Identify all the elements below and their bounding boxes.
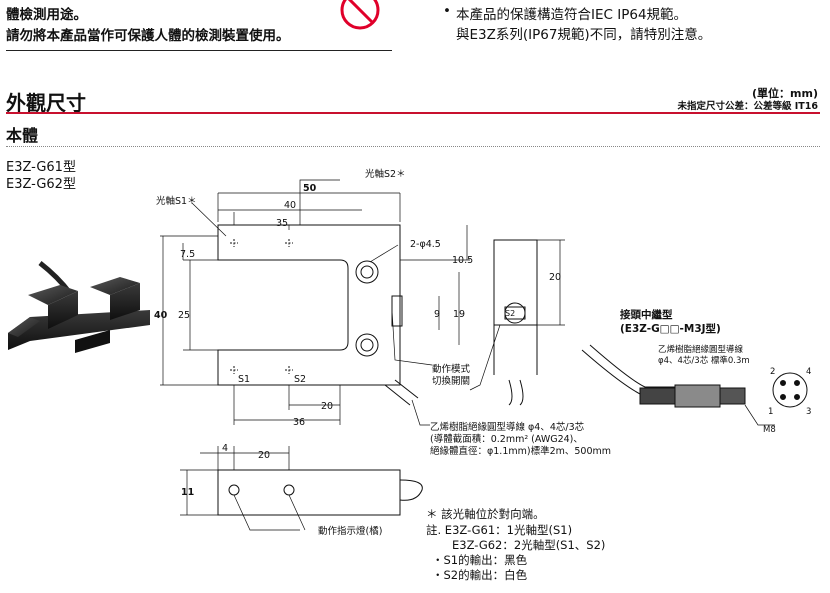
warning-line-2: 請勿將本產品當作可保護人體的檢測裝置使用。 xyxy=(6,28,290,44)
m8-label: M8 xyxy=(763,425,776,435)
warning-line-1: 體檢測用途。 xyxy=(6,7,87,23)
prohibition-icon xyxy=(340,0,380,30)
dim-19: 19 xyxy=(453,309,465,320)
pin-2: 2 xyxy=(770,367,775,377)
note-4: ・S1的輸出：黑色 xyxy=(432,553,528,567)
mode-switch-2: 切換開關 xyxy=(432,375,470,387)
dim-40-height: 40 xyxy=(154,310,168,321)
mode-switch-1: 動作模式 xyxy=(432,363,471,375)
connector-cable-1: 乙烯樹脂絕緣圓型導線 xyxy=(658,344,744,355)
connector-cable-2: φ4、4芯/3芯 標準0.3m xyxy=(658,355,750,366)
dim-20-side: 20 xyxy=(549,272,561,283)
connector-title-1: 接頭中繼型 xyxy=(620,308,673,321)
notice-line-2: 與E3Z系列(IP67規範)不同，請特別注意。 xyxy=(456,27,712,43)
axis-s2-label: 光軸S2＊ xyxy=(365,168,406,180)
dim-40: 40 xyxy=(284,200,296,211)
section-title: 外觀尺寸 xyxy=(6,91,86,115)
note-5: ・S2的輸出：白色 xyxy=(432,568,528,582)
indicator-label: 動作指示燈(橘) xyxy=(318,525,382,537)
dim-10-5: 10.5 xyxy=(452,255,473,266)
unit-label: (單位：mm) xyxy=(752,87,818,100)
body-title: 本體 xyxy=(6,126,39,145)
dim-9: 9 xyxy=(434,309,440,320)
note-2: 註. E3Z-G61：1光軸型(S1) xyxy=(426,523,573,537)
dim-20-bottom: 20 xyxy=(321,401,333,412)
dim-36: 36 xyxy=(293,417,305,428)
side-s2-label: S2 xyxy=(505,309,515,318)
dim-35: 35 xyxy=(276,218,288,229)
s1-label: S1 xyxy=(238,374,250,385)
model-1: E3Z-G61型 xyxy=(6,160,76,175)
body-rule xyxy=(6,146,820,147)
notice-line-1: 本產品的保護構造符合IEC IP64規範。 xyxy=(456,7,688,23)
s2-label: S2 xyxy=(294,374,306,385)
product-photo xyxy=(8,261,150,353)
axis-s1-label: 光軸S1＊ xyxy=(156,195,197,207)
dim-20-top: 20 xyxy=(258,450,270,461)
section-rule xyxy=(6,112,820,114)
pin-1: 1 xyxy=(768,407,773,417)
tolerance-label: 未指定尺寸公差：公差等級 IT16 xyxy=(677,101,818,112)
warning-underline xyxy=(6,50,392,51)
pin-3: 3 xyxy=(806,407,811,417)
bullet: • xyxy=(443,3,451,19)
dim-50: 50 xyxy=(303,183,317,194)
dim-11: 11 xyxy=(181,487,194,498)
hole-label: 2-φ4.5 xyxy=(410,239,441,250)
pin-4: 4 xyxy=(806,367,811,377)
note-3: E3Z-G62：2光軸型(S1、S2) xyxy=(452,538,606,552)
dim-4: 4 xyxy=(222,443,228,454)
cable-spec-2: (導體截面積：0.2mm² (AWG24)、 xyxy=(430,433,583,445)
model-2: E3Z-G62型 xyxy=(6,177,76,192)
cable-spec-3: 絕緣體直徑：φ1.1mm)標準2m、500mm xyxy=(430,445,611,457)
note-1: ＊ 該光軸位於對向端。 xyxy=(426,507,545,521)
dim-25: 25 xyxy=(178,310,190,321)
dim-7-5: 7.5 xyxy=(180,249,195,260)
cable-spec-1: 乙烯樹脂絕緣圓型導線 φ4、4芯/3芯 xyxy=(430,421,585,433)
connector-title-2: (E3Z-G□□-M3J型) xyxy=(620,322,721,335)
